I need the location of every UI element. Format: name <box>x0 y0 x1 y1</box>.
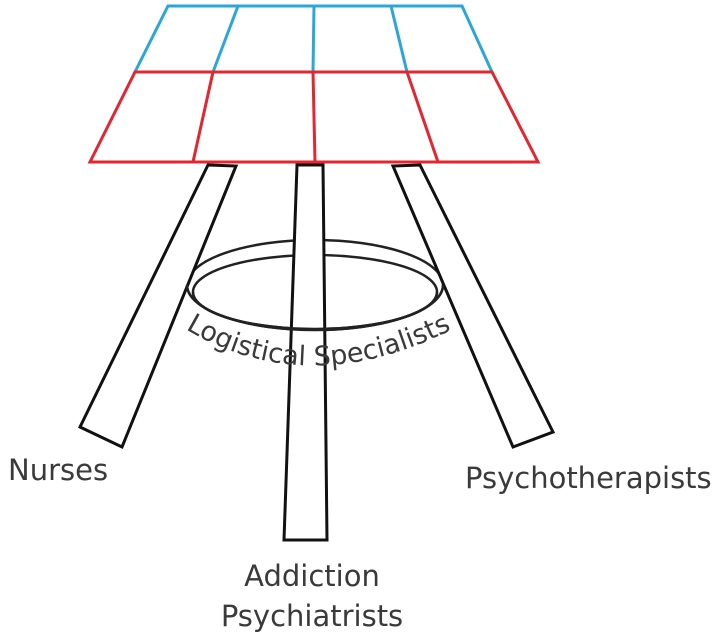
seat-tier-divider-2 <box>313 72 315 162</box>
top-tier-divider-2 <box>313 6 314 72</box>
top-tier-grid <box>135 6 492 72</box>
seat-tier-divider-1 <box>193 72 213 162</box>
seat-tier-grid <box>90 72 538 162</box>
top-tier-divider-1 <box>213 6 238 72</box>
label-addiction: Addiction <box>244 559 380 593</box>
top-tier-divider-3 <box>391 6 407 72</box>
seat-tier-divider-3 <box>407 72 438 162</box>
leg-psychotherapists <box>393 165 553 447</box>
leg-nurses <box>80 165 236 447</box>
label-psychiatrists: Psychiatrists <box>221 599 403 633</box>
label-nurses: Nurses <box>8 453 108 487</box>
label-psychotherapists: Psychotherapists <box>465 461 712 495</box>
